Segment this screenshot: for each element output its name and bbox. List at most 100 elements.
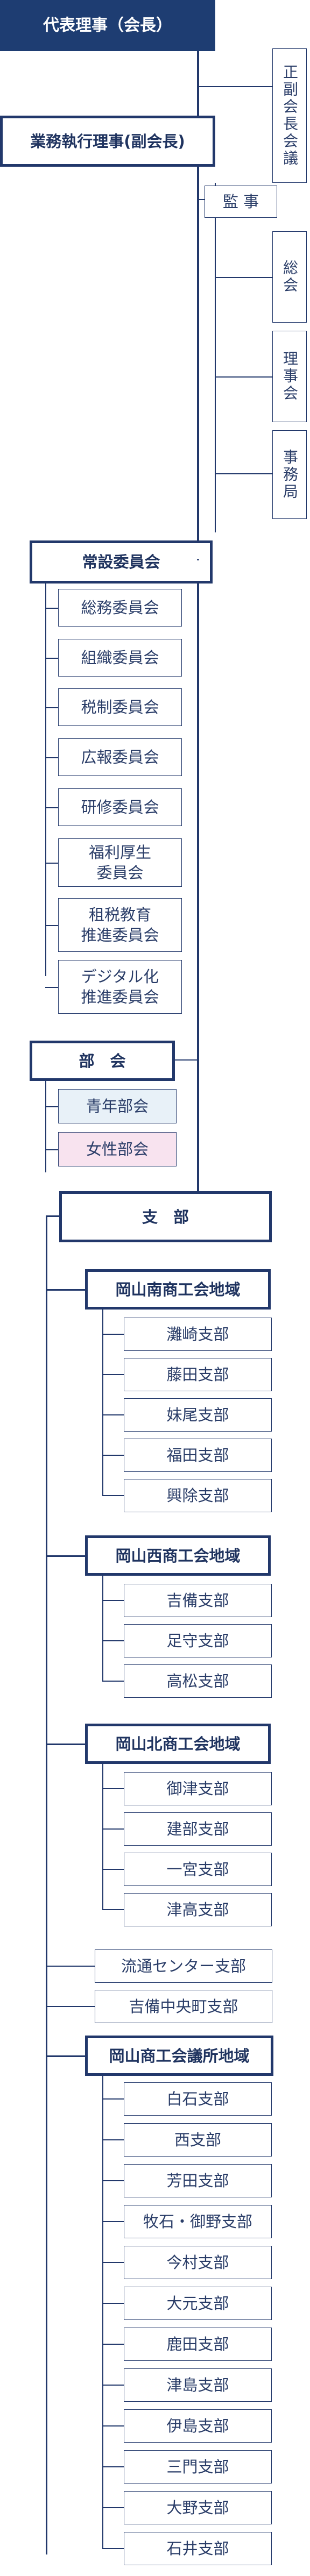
connector-line	[45, 583, 46, 976]
branch-box: 福田支部	[124, 1439, 272, 1472]
connector-line	[102, 1764, 103, 1909]
connector-line	[45, 757, 58, 758]
top-representative-box: 代表理事（会長）	[0, 0, 215, 51]
connector-line	[45, 658, 58, 659]
branch-box: 大野支部	[124, 2491, 272, 2524]
connector-line	[102, 2344, 124, 2345]
connector-line	[215, 473, 272, 474]
connector-line	[102, 1310, 103, 1495]
branch-box: 足守支部	[124, 1624, 272, 1657]
connector-line	[102, 2303, 124, 2304]
connector-line	[197, 559, 199, 560]
committee-box: 税制委員会	[58, 688, 182, 726]
connector-line	[45, 608, 58, 609]
connector-line	[47, 1966, 95, 1967]
branch-box: 三門支部	[124, 2450, 272, 2484]
branch-box: 伊島支部	[124, 2409, 272, 2443]
connector-line	[102, 1414, 124, 1415]
connector-line	[45, 1149, 58, 1150]
connector-line	[102, 2139, 124, 2140]
bukai-box: 青年部会	[58, 1089, 177, 1123]
side-unit-box: 総会	[272, 231, 307, 323]
connector-line	[102, 1788, 124, 1789]
connector-line	[215, 277, 272, 278]
branch-box: 吉備中央町支部	[95, 1990, 272, 2023]
standing-committee-header: 常設委員会	[30, 540, 213, 583]
branch-box: 興除支部	[124, 1479, 272, 1512]
connector-line	[175, 1059, 198, 1061]
connector-line	[102, 2385, 124, 2386]
branch-box: 津高支部	[124, 1893, 272, 1926]
side-unit-box: 正副会長会議	[272, 48, 307, 183]
region-header: 岡山商工会議所地域	[85, 2036, 273, 2076]
connector-line	[102, 1909, 124, 1910]
connector-line	[102, 1869, 124, 1870]
region-header: 岡山南商工会地域	[85, 1269, 271, 1310]
connector-line	[102, 1374, 124, 1375]
connector-line	[102, 1455, 124, 1456]
branch-box: 御津支部	[124, 1772, 272, 1805]
connector-line	[102, 1828, 124, 1830]
connector-line	[47, 2006, 95, 2007]
bukai-box: 女性部会	[58, 1132, 177, 1166]
connector-line	[102, 2076, 103, 2548]
connector-line	[215, 376, 272, 378]
side-unit-box: 監 事	[205, 186, 277, 218]
side-unit-box: 事務局	[272, 430, 307, 519]
connector-line	[102, 1495, 124, 1496]
committee-box: デジタル化 推進委員会	[58, 960, 182, 1014]
connector-line	[102, 1334, 124, 1335]
branch-box: 灘崎支部	[124, 1318, 272, 1351]
branch-box: 大元支部	[124, 2287, 272, 2320]
branch-box: 一宮支部	[124, 1853, 272, 1886]
connector-line	[102, 2507, 124, 2508]
connector-line	[46, 1215, 47, 2554]
connector-line	[46, 1215, 59, 1217]
connector-line	[102, 2098, 124, 2100]
side-unit-box: 理事会	[272, 331, 307, 422]
connector-line	[102, 1600, 124, 1601]
committee-box: 広報委員会	[58, 738, 182, 776]
connector-line	[102, 1681, 124, 1682]
branch-box: 白石支部	[124, 2082, 272, 2116]
connector-line	[197, 86, 272, 87]
connector-line	[215, 183, 216, 532]
committee-box: 組織委員会	[58, 639, 182, 677]
bukai-header: 部 会	[30, 1041, 175, 1081]
branch-box: 建部支部	[124, 1812, 272, 1846]
connector-line	[45, 1081, 46, 1172]
connector-line	[47, 1289, 85, 1291]
connector-line	[197, 51, 199, 1207]
connector-line	[45, 807, 58, 808]
branch-box: 流通センター支部	[95, 1949, 272, 1983]
connector-line	[102, 2425, 124, 2426]
connector-line	[102, 1640, 124, 1641]
connector-line	[47, 1744, 85, 1745]
connector-line	[47, 2055, 85, 2057]
committee-box: 研修委員会	[58, 788, 182, 826]
connector-line	[45, 987, 58, 988]
shibu-header: 支 部	[59, 1191, 272, 1242]
branch-box: 高松支部	[124, 1664, 272, 1698]
branch-box: 藤田支部	[124, 1358, 272, 1391]
committee-box: 租税教育 推進委員会	[58, 898, 182, 952]
connector-line	[45, 707, 58, 708]
committee-box: 総務委員会	[58, 589, 182, 627]
branch-box: 妹尾支部	[124, 1398, 272, 1432]
committee-box: 福利厚生 委員会	[58, 838, 182, 887]
branch-box: 牧石・御野支部	[124, 2205, 272, 2238]
connector-line	[47, 1555, 85, 1557]
branch-box: 西支部	[124, 2123, 272, 2157]
region-header: 岡山北商工会地域	[85, 1724, 271, 1764]
branch-box: 鹿田支部	[124, 2328, 272, 2361]
branch-box: 吉備支部	[124, 1584, 272, 1617]
region-header: 岡山西商工会地域	[85, 1535, 271, 1576]
executive-box: 業務執行理事(副会長)	[0, 116, 215, 167]
connector-line	[102, 2221, 124, 2222]
connector-line	[102, 2548, 124, 2549]
connector-line	[45, 925, 58, 926]
connector-line	[102, 2262, 124, 2263]
connector-line	[102, 2180, 124, 2181]
branch-box: 石井支部	[124, 2532, 272, 2565]
